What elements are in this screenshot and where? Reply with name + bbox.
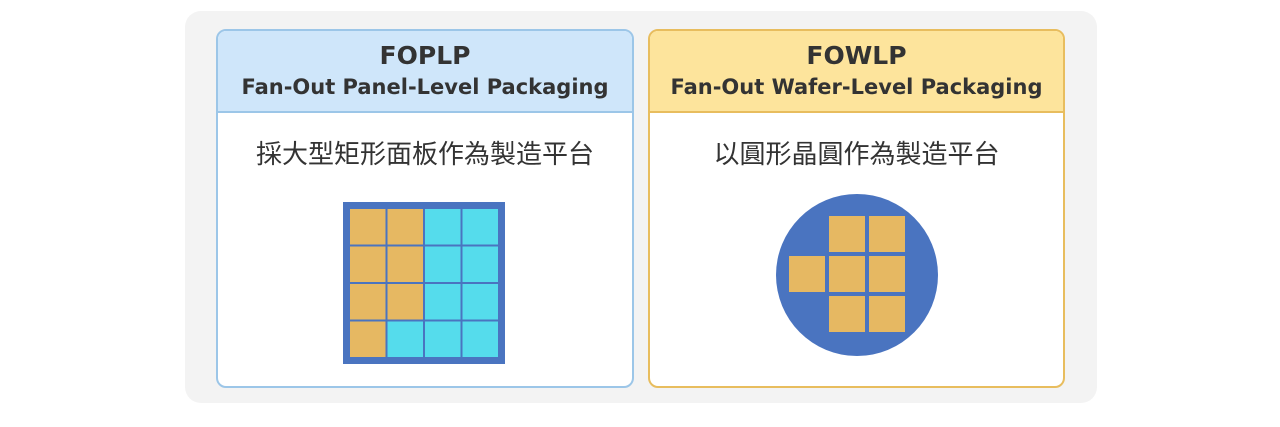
foplp-description: 採大型矩形面板作為製造平台 [255,140,594,170]
panel-empty-cell [387,321,423,357]
foplp-title: FOPLP [379,41,471,70]
panel-die [350,209,386,245]
foplp-subtitle: Fan-Out Panel-Level Packaging [241,75,609,99]
round-wafer-illustration [776,194,938,356]
panel-empty-cell [462,321,498,357]
panel-die [387,284,423,320]
rectangular-panel-illustration [343,202,505,364]
panel-die [350,246,386,282]
panel-empty-cell [462,246,498,282]
wafer-die [869,216,905,252]
panel-empty-cell [462,284,498,320]
wafer-die [829,296,865,332]
panel-empty-cell [425,284,461,320]
fowlp-header: FOWLP Fan-Out Wafer-Level Packaging [650,31,1063,113]
foplp-header: FOPLP Fan-Out Panel-Level Packaging [218,31,632,113]
wafer-die [869,296,905,332]
wafer-die [829,216,865,252]
panel-empty-cell [462,209,498,245]
wafer-die [829,256,865,292]
fowlp-title: FOWLP [806,41,907,70]
panel-empty-cell [425,209,461,245]
panel-die [350,321,386,357]
panel-die [387,209,423,245]
fowlp-description: 以圓形晶圓作為製造平台 [713,140,1000,170]
panel-die [387,246,423,282]
panel-die [350,284,386,320]
fowlp-subtitle: Fan-Out Wafer-Level Packaging [670,75,1043,99]
wafer-die [869,256,905,292]
panel-empty-cell [425,246,461,282]
wafer-die [789,256,825,292]
panel-empty-cell [425,321,461,357]
